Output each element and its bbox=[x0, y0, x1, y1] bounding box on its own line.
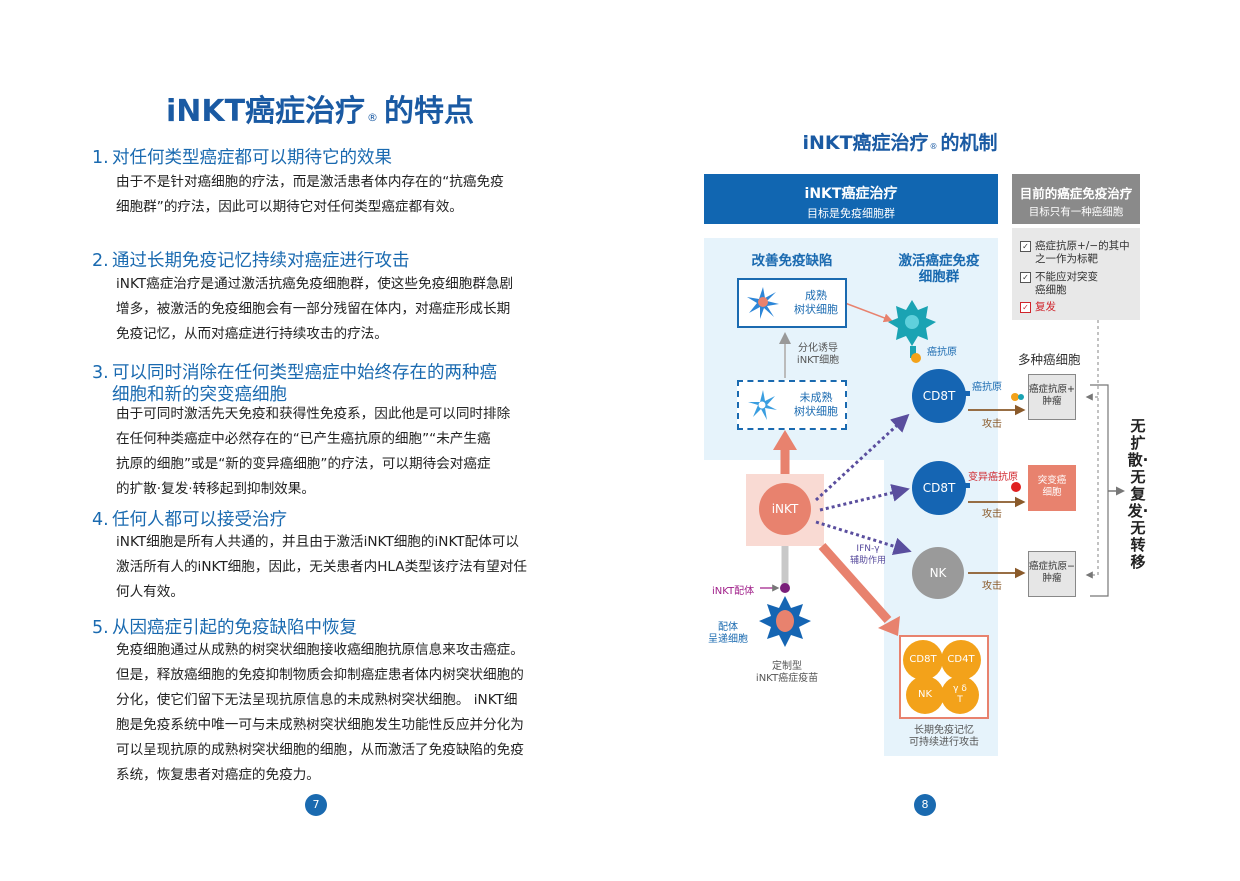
registered-mark-right: ® bbox=[929, 142, 938, 151]
section-2-body: iNKT癌症治疗是通过激活抗癌免疫细胞群，使这些免疫细胞群急剧 增多，被激活的免… bbox=[116, 276, 514, 342]
right-page-title: iNKT癌症治疗®的机制 bbox=[700, 128, 1100, 155]
immature-dc-box: 未成熟树状细胞 bbox=[737, 380, 847, 430]
mature-dc-icon bbox=[747, 287, 779, 319]
left-title-tail: 的特点 bbox=[384, 94, 475, 129]
inkt-target-box: iNKT癌症治疗 目标是免疫细胞群 bbox=[704, 174, 998, 224]
column-head-improve: 改善免疫缺陷 bbox=[751, 253, 833, 269]
section-1-heading: 1.对任何类型癌症都可以期待它的效果 bbox=[92, 148, 392, 168]
checkbox-icon: ✓ bbox=[1020, 241, 1031, 252]
memory-cd8t: CD8T bbox=[903, 640, 943, 680]
checklist-item-1: ✓癌症抗原+/−的其中之一作为标靶 bbox=[1020, 240, 1130, 266]
antigen-side-label: 癌抗原 bbox=[972, 382, 1002, 393]
memory-cd4t: CD4T bbox=[941, 640, 981, 680]
multi-tumor-heading: 多种癌细胞 bbox=[1018, 352, 1081, 367]
current-therapy-box: 目前的癌症免疫治疗 目标只有一种癌细胞 bbox=[1012, 174, 1140, 224]
connector-current-therapy bbox=[1085, 320, 1099, 579]
arrow-head-up bbox=[773, 430, 797, 450]
outcome-vertical-text: 无扩散·无复发·无转移 bbox=[1127, 417, 1149, 571]
page-number-right: 8 bbox=[914, 794, 936, 816]
inkt-cell: iNKT bbox=[759, 483, 811, 535]
checkbox-icon: ✓ bbox=[1020, 302, 1031, 313]
tumor-mutant: 突变癌细胞 bbox=[1028, 465, 1076, 511]
memory-nk: NK bbox=[906, 676, 944, 714]
section-1-body: 由于不是针对癌细胞的疗法，而是激活患者体内存在的“抗癌免疫 细胞群”的疗法，因此… bbox=[116, 174, 504, 215]
checklist-item-2: ✓不能应对突变癌细胞 bbox=[1020, 271, 1098, 297]
cd8t-cell-1: CD8T bbox=[912, 369, 966, 423]
current-therapy-panel bbox=[1012, 228, 1140, 320]
arrow-activate-cd8t-1 bbox=[814, 413, 910, 502]
column-head-activate: 激活癌症免疫细胞群 bbox=[898, 253, 980, 285]
tumor-antigen-negative: 癌症抗原−肿瘤 bbox=[1028, 551, 1076, 597]
checklist-item-3: ✓复发 bbox=[1020, 301, 1056, 314]
arrow-activate-nk bbox=[815, 520, 912, 556]
nk-cell: NK bbox=[912, 547, 964, 599]
section-5-heading: 5.从因癌症引起的免疫缺陷中恢复 bbox=[92, 618, 357, 638]
memory-label: 长期免疫记忆可持续进行攻击 bbox=[909, 725, 979, 748]
mature-dc-box: 成熟树状细胞 bbox=[737, 278, 847, 328]
left-title-main: iNKT癌症治疗 bbox=[165, 94, 366, 129]
registered-mark: ® bbox=[367, 111, 379, 124]
section-3-heading: 3.可以同时消除在任何类型癌症中始终存在的两种癌 细胞和新的突变癌细胞 bbox=[92, 363, 497, 405]
memory-gamma-delta-t: γ δ T bbox=[941, 676, 979, 714]
apc-label: 配体呈递细胞 bbox=[708, 622, 748, 645]
attack-label-3: 攻击 bbox=[982, 581, 1002, 592]
tumor-antigen-positive: 癌症抗原+肿瘤 bbox=[1028, 374, 1076, 420]
outcome-bracket bbox=[1090, 384, 1109, 597]
checkbox-icon: ✓ bbox=[1020, 272, 1031, 283]
antigen-label: 癌抗原 bbox=[927, 347, 957, 358]
antigen-dot bbox=[911, 353, 921, 363]
section-2-heading: 2.通过长期免疫记忆持续对癌症进行攻击 bbox=[92, 251, 410, 271]
arrow-head-memory bbox=[878, 616, 900, 636]
right-title-main: iNKT癌症治疗 bbox=[802, 132, 929, 154]
attack-label-2: 攻击 bbox=[982, 509, 1002, 520]
immature-dc-icon bbox=[748, 390, 777, 420]
ligand-dot bbox=[780, 583, 790, 593]
page-number-left: 7 bbox=[305, 794, 327, 816]
cd8t-cell-2: CD8T bbox=[912, 461, 966, 515]
arrow-dc-to-antigen bbox=[844, 302, 893, 323]
right-title-tail: 的机制 bbox=[940, 132, 998, 154]
section-5-body: 免疫细胞通过从成熟的树突状细胞接收癌细胞抗原信息来攻击癌症。 但是，释放癌细胞的… bbox=[116, 642, 524, 783]
ligand-label: iNKT配体 bbox=[712, 586, 755, 597]
arrow-activate-cd8t-2 bbox=[819, 484, 910, 512]
section-4-body: iNKT细胞是所有人共通的，并且由于激活iNKT细胞的iNKT配体可以 激活所有… bbox=[116, 534, 527, 600]
section-3-body: 由于可同时激活先天免疫和获得性免疫系，因此他是可以同时排除 在任何种类癌症中必然… bbox=[116, 406, 511, 497]
arrow-inkt-memory bbox=[818, 543, 892, 623]
left-page-title: iNKT癌症治疗® 的特点 bbox=[0, 86, 640, 130]
section-4-heading: 4.任何人都可以接受治疗 bbox=[92, 510, 287, 530]
apc-nucleus bbox=[776, 610, 794, 632]
mutant-antigen-label: 变异癌抗原 bbox=[968, 472, 1018, 483]
attack-label-1: 攻击 bbox=[982, 419, 1002, 430]
